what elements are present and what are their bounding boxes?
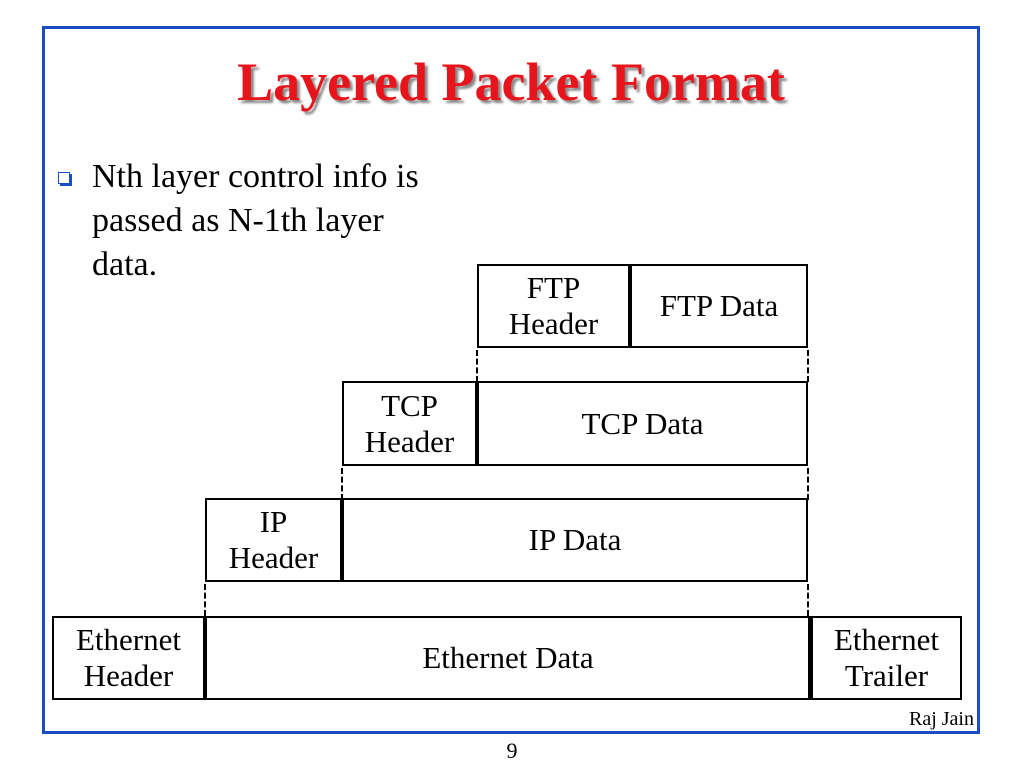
page-number: 9 — [506, 738, 518, 763]
tcp-left-connector — [341, 468, 343, 500]
tcp-header-box: TCP Header — [342, 381, 480, 466]
ftp-right-connector — [807, 350, 809, 382]
author-label: Raj Jain — [909, 708, 974, 730]
ethernet-data-box: Ethernet Data — [205, 616, 811, 700]
ftp-data-box: FTP Data — [630, 264, 808, 348]
ftp-left-connector — [476, 350, 478, 382]
tcp-right-connector — [807, 468, 809, 500]
ip-header-box: IP Header — [205, 498, 345, 582]
bullet-square-icon — [58, 172, 70, 184]
ip-right-connector — [807, 584, 809, 616]
ethernet-header-box: Ethernet Header — [52, 616, 208, 700]
bullet-text: Nth layer control info is passed as N-1t… — [92, 158, 419, 283]
ip-left-connector — [204, 584, 206, 616]
slide-frame — [42, 26, 980, 734]
slide-title: Layered Packet Format — [237, 52, 785, 112]
ethernet-trailer-box: Ethernet Trailer — [808, 616, 962, 700]
ftp-header-box: FTP Header — [477, 264, 633, 348]
tcp-data-box: TCP Data — [477, 381, 808, 466]
ip-data-box: IP Data — [342, 498, 808, 582]
